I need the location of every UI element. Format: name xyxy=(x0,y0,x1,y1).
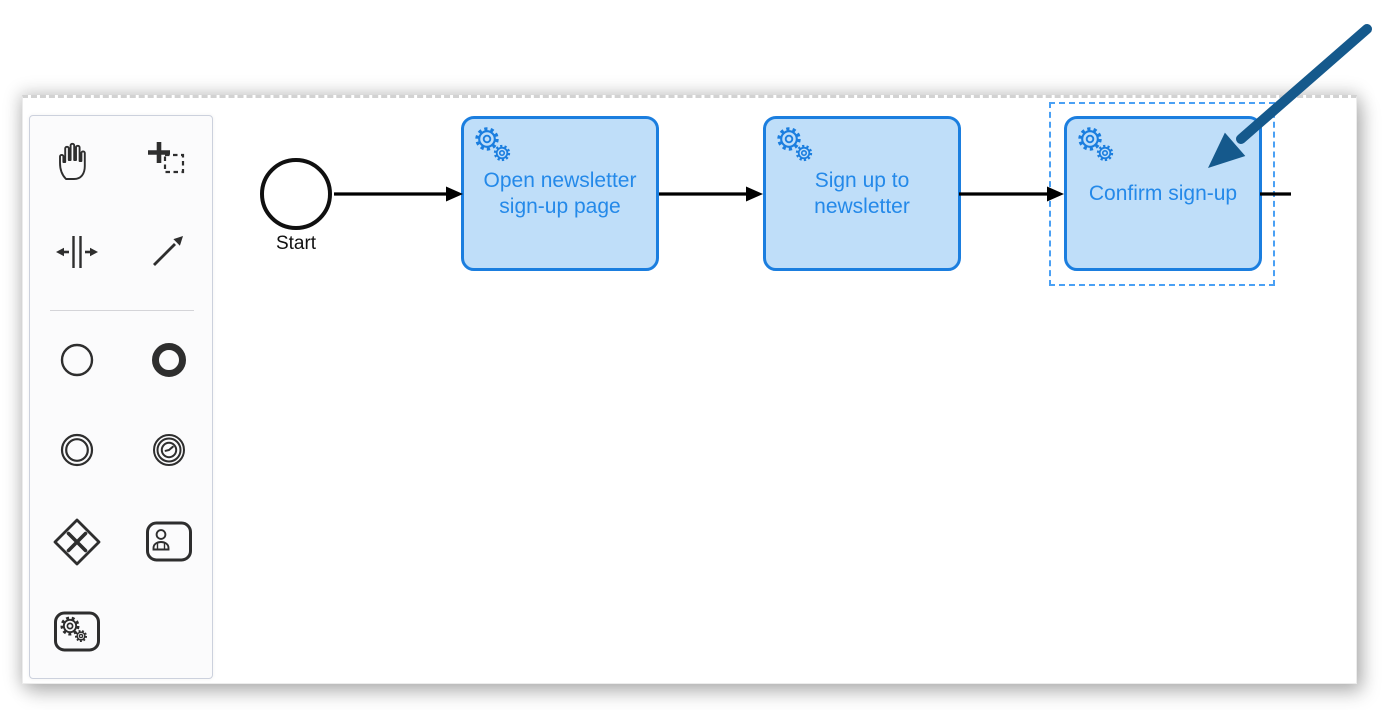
start-event[interactable] xyxy=(260,158,332,230)
palette-separator xyxy=(50,310,194,311)
service-gears-icon xyxy=(777,127,813,162)
lasso-tool-button[interactable] xyxy=(143,136,195,188)
create-intermediate-event-button[interactable] xyxy=(51,424,103,476)
space-tool-button[interactable] xyxy=(51,226,103,278)
hand-tool-button[interactable] xyxy=(51,136,103,188)
tool-palette xyxy=(29,115,213,679)
intermediate-event-icon xyxy=(60,433,94,467)
create-exclusive-gateway-button[interactable] xyxy=(51,516,103,568)
create-service-task-button[interactable] xyxy=(51,606,103,658)
service-gears-icon xyxy=(1078,127,1114,162)
task-label: Sign up to newsletter xyxy=(814,168,910,218)
start-event-label: Start xyxy=(275,233,317,254)
end-event-icon xyxy=(152,343,186,377)
task-confirm-sign-up[interactable]: Confirm sign-up xyxy=(1064,116,1262,271)
lasso-icon xyxy=(148,142,185,174)
service-gears-icon xyxy=(475,127,511,162)
create-end-event-button[interactable] xyxy=(143,334,195,386)
timer-event-icon xyxy=(153,434,185,466)
exclusive-gateway-icon xyxy=(53,518,101,566)
task-label: Open newsletter sign-up page xyxy=(483,168,637,218)
task-open-newsletter-page[interactable]: Open newsletter sign-up page xyxy=(461,116,659,271)
sequence-flow-task1-to-task2[interactable] xyxy=(659,186,763,202)
create-user-task-button[interactable] xyxy=(143,516,195,568)
user-task-icon xyxy=(146,521,192,562)
space-tool-icon xyxy=(56,236,98,268)
task-label: Confirm sign-up xyxy=(1088,181,1238,205)
sequence-flow-start-to-task1[interactable] xyxy=(334,186,463,202)
task-sign-up-newsletter[interactable]: Sign up to newsletter xyxy=(763,116,961,271)
create-timer-event-button[interactable] xyxy=(143,424,195,476)
create-start-event-button[interactable] xyxy=(51,334,103,386)
service-task-icon xyxy=(54,611,100,652)
start-event-icon xyxy=(60,343,94,377)
connect-arrow-icon xyxy=(153,236,183,266)
global-connect-tool-button[interactable] xyxy=(143,226,195,278)
bpmn-canvas[interactable]: Start Open newsletter sign-up page xyxy=(22,95,1357,684)
hand-icon xyxy=(59,142,86,180)
